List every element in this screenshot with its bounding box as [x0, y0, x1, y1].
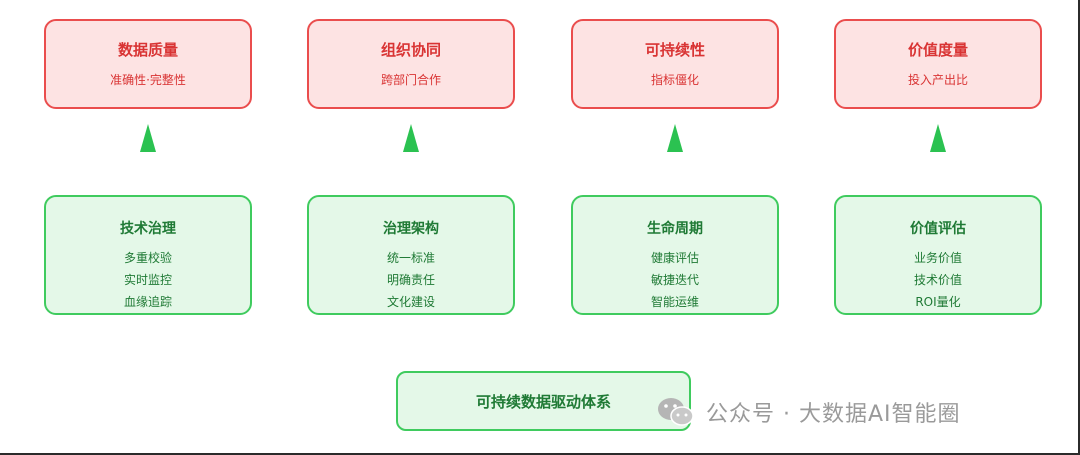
up-arrow-icon	[930, 124, 946, 152]
goal-subtitle: 准确性·完整性	[110, 73, 186, 87]
pillar-item: 健康评估	[650, 251, 699, 265]
foundation-label: 可持续数据驱动体系	[475, 392, 611, 411]
up-arrow-icon	[667, 124, 683, 152]
pillar-title: 生命周期	[647, 221, 703, 237]
pillar-item: 多重校验	[123, 251, 172, 265]
watermark: 公众号 · 大数据AI智能圈	[656, 392, 961, 432]
wechat-icon	[658, 398, 694, 426]
pillar-item: 敏捷迭代	[650, 273, 699, 287]
goal-title: 可持续性	[644, 41, 705, 59]
pillar-item: ROI量化	[915, 295, 961, 309]
pillar-title: 价值评估	[910, 221, 966, 237]
goal-subtitle: 指标僵化	[650, 73, 699, 87]
pillar-item: 智能运维	[650, 295, 699, 309]
goal-title: 价值度量	[907, 41, 968, 59]
goal-box-org-collaboration: 组织协同 跨部门合作	[307, 19, 515, 109]
up-arrow-icon	[140, 124, 156, 152]
goal-box-value-measurement: 价值度量 投入产出比	[834, 19, 1042, 109]
pillar-box-tech-governance: 技术治理 多重校验 实时监控 血缘追踪	[44, 195, 252, 315]
pillar-item: 业务价值	[913, 251, 962, 265]
pillar-item: 实时监控	[123, 273, 172, 287]
up-arrow-icon	[403, 124, 419, 152]
goal-box-sustainability: 可持续性 指标僵化	[571, 19, 779, 109]
pillar-box-value-assessment: 价值评估 业务价值 技术价值 ROI量化	[834, 195, 1042, 315]
goal-title: 数据质量	[117, 41, 178, 59]
watermark-text: 公众号 · 大数据AI智能圈	[706, 402, 961, 427]
pillar-item: 文化建设	[386, 295, 435, 309]
pillar-item: 统一标准	[386, 251, 435, 265]
pillar-title: 技术治理	[120, 221, 176, 237]
pillar-item: 明确责任	[386, 273, 435, 287]
pillar-item: 技术价值	[913, 273, 962, 287]
goal-title: 组织协同	[380, 41, 441, 59]
pillar-box-governance-structure: 治理架构 统一标准 明确责任 文化建设	[307, 195, 515, 315]
goal-subtitle: 跨部门合作	[380, 73, 441, 87]
foundation-box: 可持续数据驱动体系	[396, 371, 691, 431]
goal-box-data-quality: 数据质量 准确性·完整性	[44, 19, 252, 109]
pillar-item: 血缘追踪	[123, 295, 172, 309]
pillar-title: 治理架构	[383, 221, 439, 237]
pillar-box-lifecycle: 生命周期 健康评估 敏捷迭代 智能运维	[571, 195, 779, 315]
goal-subtitle: 投入产出比	[907, 73, 968, 87]
